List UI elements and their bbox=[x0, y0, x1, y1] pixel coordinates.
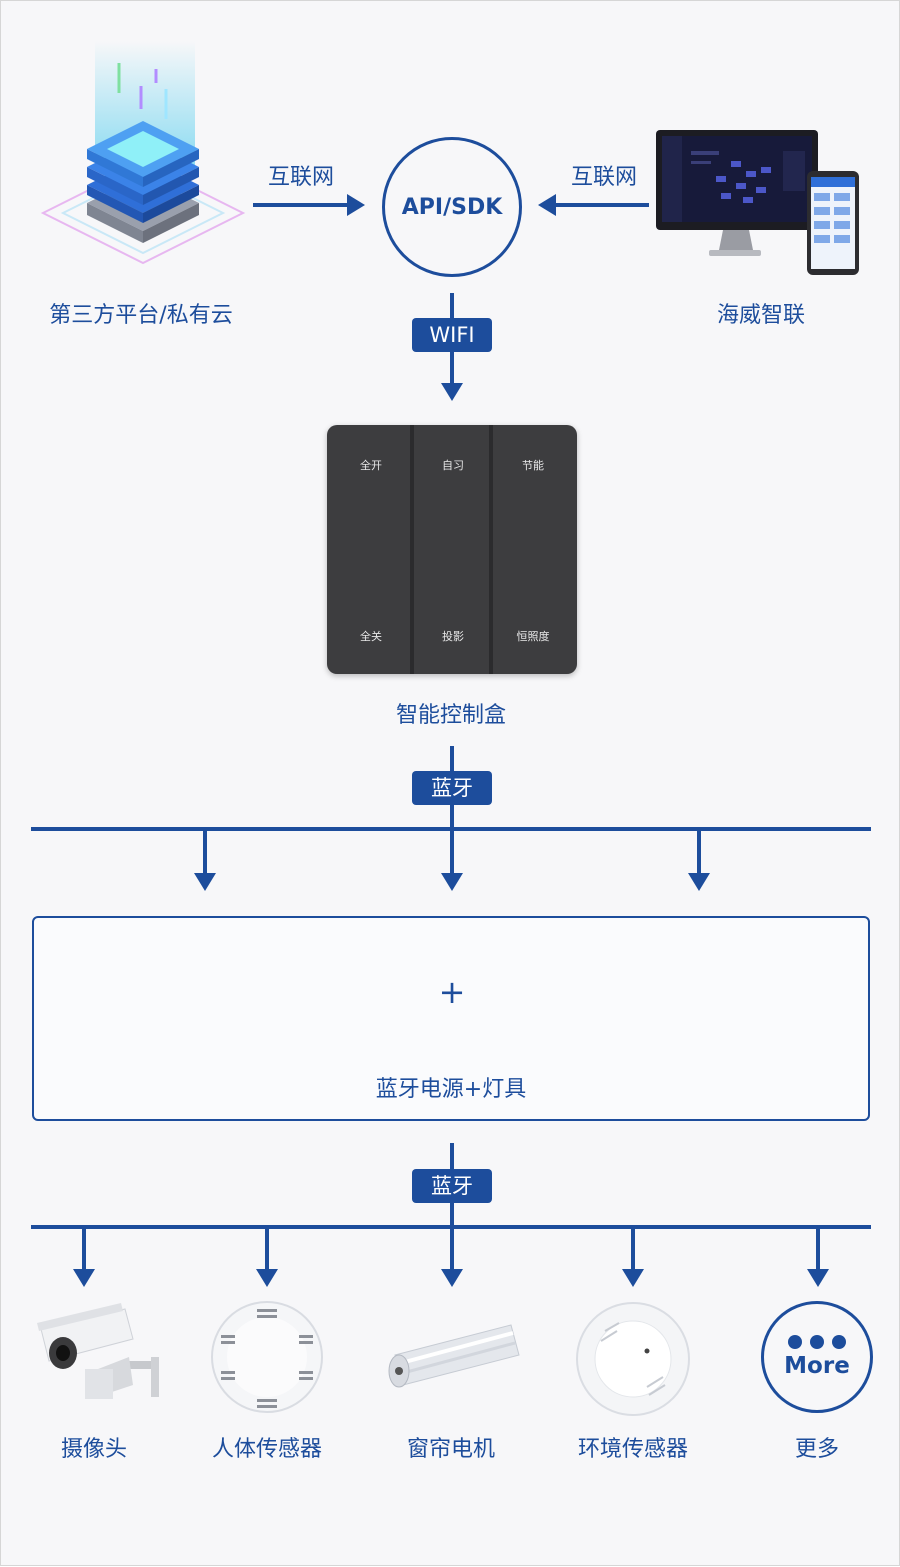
key-label-bottom: 恒照度 bbox=[516, 630, 550, 643]
internet-label-right: 互联网 bbox=[570, 165, 637, 190]
bus1-arrows bbox=[194, 829, 710, 891]
internet-label-left: 互联网 bbox=[267, 165, 334, 190]
cloud-server-icon bbox=[40, 41, 246, 265]
bluetooth-badge-1: 蓝牙 bbox=[412, 771, 492, 805]
key-label-bottom: 全关 bbox=[360, 630, 382, 643]
sensor-label-curtain: 窗帘电机 bbox=[406, 1437, 495, 1462]
monitor-phone-icon bbox=[656, 130, 859, 275]
arrow-right-to-api bbox=[538, 194, 649, 216]
control-box-label: 智能控制盒 bbox=[395, 703, 506, 728]
bluetooth-device-box bbox=[32, 916, 870, 1121]
key-label-top: 节能 bbox=[522, 459, 544, 472]
smart-control-box: 全开 全关 自习 投影 节能 恒照度 bbox=[327, 425, 577, 674]
api-sdk-circle: API/SDK bbox=[382, 137, 522, 277]
sensor-label-environment: 环境传感器 bbox=[577, 1437, 688, 1462]
control-key-1: 全开 全关 bbox=[331, 425, 411, 674]
curtain-motor-icon bbox=[388, 1324, 520, 1388]
bluetooth-badge-2: 蓝牙 bbox=[412, 1169, 492, 1203]
key-label-bottom: 投影 bbox=[442, 630, 464, 643]
more-dots bbox=[788, 1335, 846, 1349]
bus2-arrows bbox=[73, 1227, 829, 1287]
sensor-label-camera: 摄像头 bbox=[60, 1437, 127, 1462]
more-badge-label: More bbox=[784, 1353, 850, 1379]
arrow-left-to-api bbox=[253, 194, 365, 216]
key-divider bbox=[410, 425, 414, 674]
key-label-top: 自习 bbox=[442, 459, 464, 472]
smoke-detector-icon bbox=[576, 1302, 690, 1416]
sensor-label-more: 更多 bbox=[794, 1437, 839, 1462]
control-key-2: 自习 投影 bbox=[413, 425, 493, 674]
third-party-platform-label: 第三方平台/私有云 bbox=[49, 303, 233, 328]
control-key-3: 节能 恒照度 bbox=[493, 425, 573, 674]
key-label-top: 全开 bbox=[360, 459, 382, 472]
more-icon: More bbox=[761, 1301, 873, 1413]
camera-icon bbox=[37, 1303, 159, 1399]
api-sdk-label: API/SDK bbox=[401, 194, 503, 220]
sensor-label-motion: 人体传感器 bbox=[211, 1437, 322, 1462]
haiwei-smart-label: 海威智联 bbox=[716, 303, 805, 328]
device-group-label: 蓝牙电源+灯具 bbox=[375, 1077, 527, 1102]
plus-sign: + bbox=[438, 973, 466, 1011]
wifi-badge: WIFI bbox=[412, 318, 492, 352]
motion-sensor-icon bbox=[211, 1301, 323, 1413]
key-divider bbox=[489, 425, 493, 674]
